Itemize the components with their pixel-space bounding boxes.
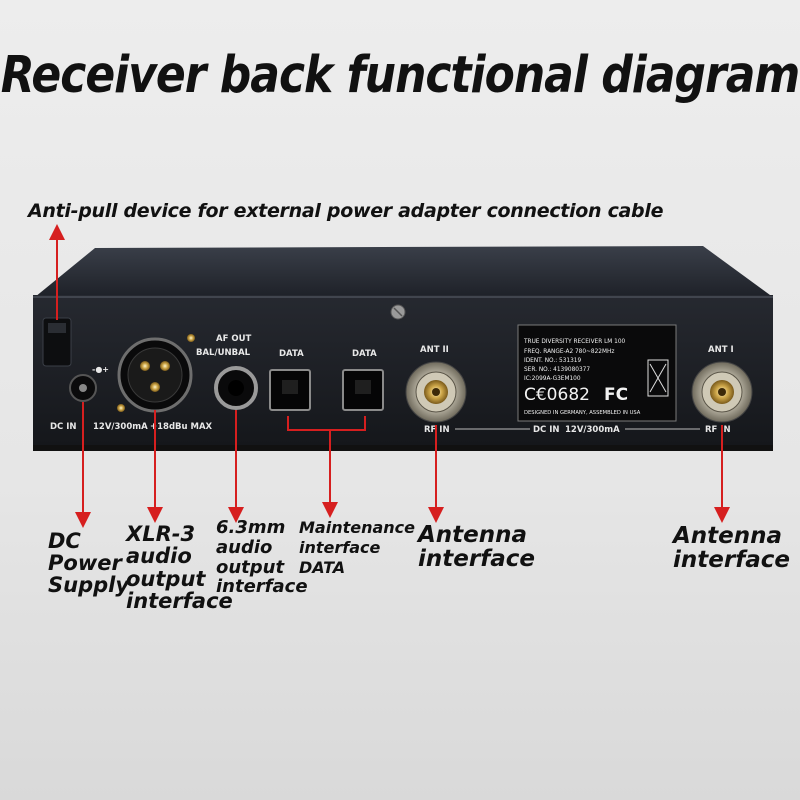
rf-in-right-label: RF IN [705,425,731,435]
callout-antenna-left: Antenna interface [418,522,535,573]
sticker-line-1: TRUE DIVERSITY RECEIVER LM 100 [523,339,626,345]
sticker-line-6: DESIGNED IN GERMANY, ASSEMBLED IN USA [524,410,641,416]
serial-sticker [517,324,677,422]
callout-anti-pull: Anti-pull device for external power adap… [28,200,664,222]
sticker-line-5: IC:2099A-G3EM100 [524,376,581,382]
dc-in-label: DC IN [50,422,77,432]
xlr-level-label: +18dBu MAX [150,422,213,432]
callout-dc-power: DC Power Supply [48,529,130,598]
bal-unbal-label: BAL/UNBAL [196,348,251,358]
af-out-label: AF OUT [216,334,251,344]
sticker-line-3: IDENT. NO.: 531319 [524,358,581,364]
dc-polarity-icon: -●+ [92,365,109,374]
dc-spec-label: 12V/300mA [93,422,148,432]
sticker-line-2: FREQ. RANGE-A2 780~822MHz [524,349,614,355]
diagram-title: Receiver back functional diagram [0,46,800,105]
data-1-label: DATA [279,349,304,359]
callout-maintenance: Maintenance interface DATA [299,518,416,577]
chassis-top [35,246,770,297]
dc-in-mid-label: DC IN [533,425,560,435]
weee-icon [647,359,669,397]
callout-jack: 6.3mm audio output interface [216,517,308,598]
sticker-line-4: SER. NO.: 4139080377 [524,367,590,373]
ce-mark-icon: C€0682 [524,385,590,405]
dc-spec-mid-label: 12V/300mA [565,425,620,435]
callout-antenna-right: Antenna interface [673,523,790,574]
ant-2-label: ANT II [420,345,449,355]
callout-xlr: XLR-3 audio output interface [126,522,233,614]
fc-mark-icon: FC [604,385,628,405]
data-2-label: DATA [352,349,377,359]
ant-1-label: ANT I [708,345,734,355]
